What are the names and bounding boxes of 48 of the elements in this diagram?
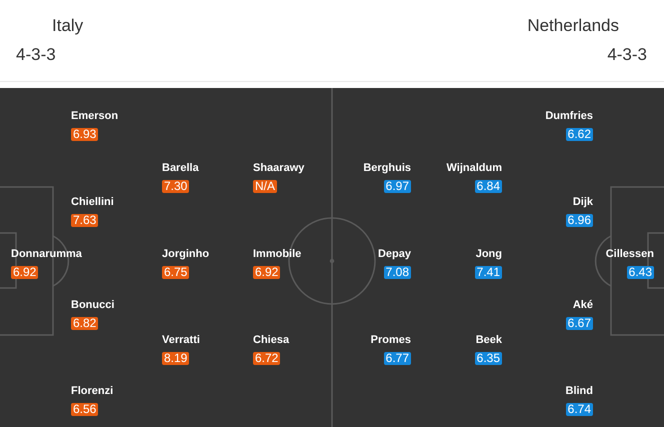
rating-badge: 6.75 <box>162 266 190 279</box>
player-name: Jorginho <box>162 248 210 260</box>
player-name: Berghuis <box>363 162 411 174</box>
player-name: Blind <box>566 384 593 398</box>
player-name: Jong <box>476 248 502 260</box>
rating-badge: 6.35 <box>474 352 502 365</box>
rating-badge: 6.72 <box>253 352 280 365</box>
player-name: Florenzi <box>71 384 114 398</box>
player-name: Chiesa <box>253 334 290 346</box>
rating-badge: 8.19 <box>162 352 190 365</box>
rating-badge: 6.97 <box>384 180 411 193</box>
player-name: Cillessen <box>606 248 654 260</box>
rating-badge: 6.92 <box>253 266 280 279</box>
player-name: Promes <box>370 334 411 346</box>
rating-badge: 6.93 <box>71 128 98 141</box>
rating-badge: 6.77 <box>384 352 411 365</box>
rating-badge: 6.56 <box>71 403 98 416</box>
rating-badge: 7.63 <box>71 214 98 227</box>
team-name: Italy <box>52 16 84 36</box>
rating-badge: 6.92 <box>11 266 38 279</box>
rating-badge: 6.67 <box>566 317 593 330</box>
rating-badge: 7.08 <box>384 266 411 279</box>
rating-badge: 6.43 <box>626 266 654 279</box>
team-name: Netherlands <box>527 16 619 36</box>
player-name: Barella <box>162 162 199 174</box>
player-name: Immobile <box>253 248 302 260</box>
player-name: Dijk <box>572 196 593 208</box>
player-name: Chiellini <box>71 196 114 208</box>
player-name: Beek <box>476 334 502 346</box>
player-name: Donnarumma <box>11 248 82 260</box>
formation-text: 4-3-3 <box>607 45 647 65</box>
rating-badge: 6.74 <box>566 403 593 416</box>
player-name: Aké <box>572 298 593 312</box>
rating-badge: 6.84 <box>474 180 502 193</box>
player-name: Dumfries <box>545 110 593 122</box>
player-name: Emerson <box>71 110 118 122</box>
rating-badge: 7.30 <box>162 180 190 193</box>
rating-badge: 7.41 <box>474 266 502 279</box>
player-name: Shaarawy <box>253 162 304 174</box>
rating-badge: 6.96 <box>566 214 593 227</box>
formation-text: 4-3-3 <box>16 45 56 65</box>
rating-badge: N/A <box>253 180 278 193</box>
rating-badge: 6.82 <box>71 317 98 330</box>
player-name: Verratti <box>162 334 200 346</box>
player-name: Bonucci <box>71 298 114 312</box>
player-name: Wijnaldum <box>446 162 502 174</box>
rating-badge: 6.62 <box>566 128 593 141</box>
player-name: Depay <box>378 248 411 260</box>
